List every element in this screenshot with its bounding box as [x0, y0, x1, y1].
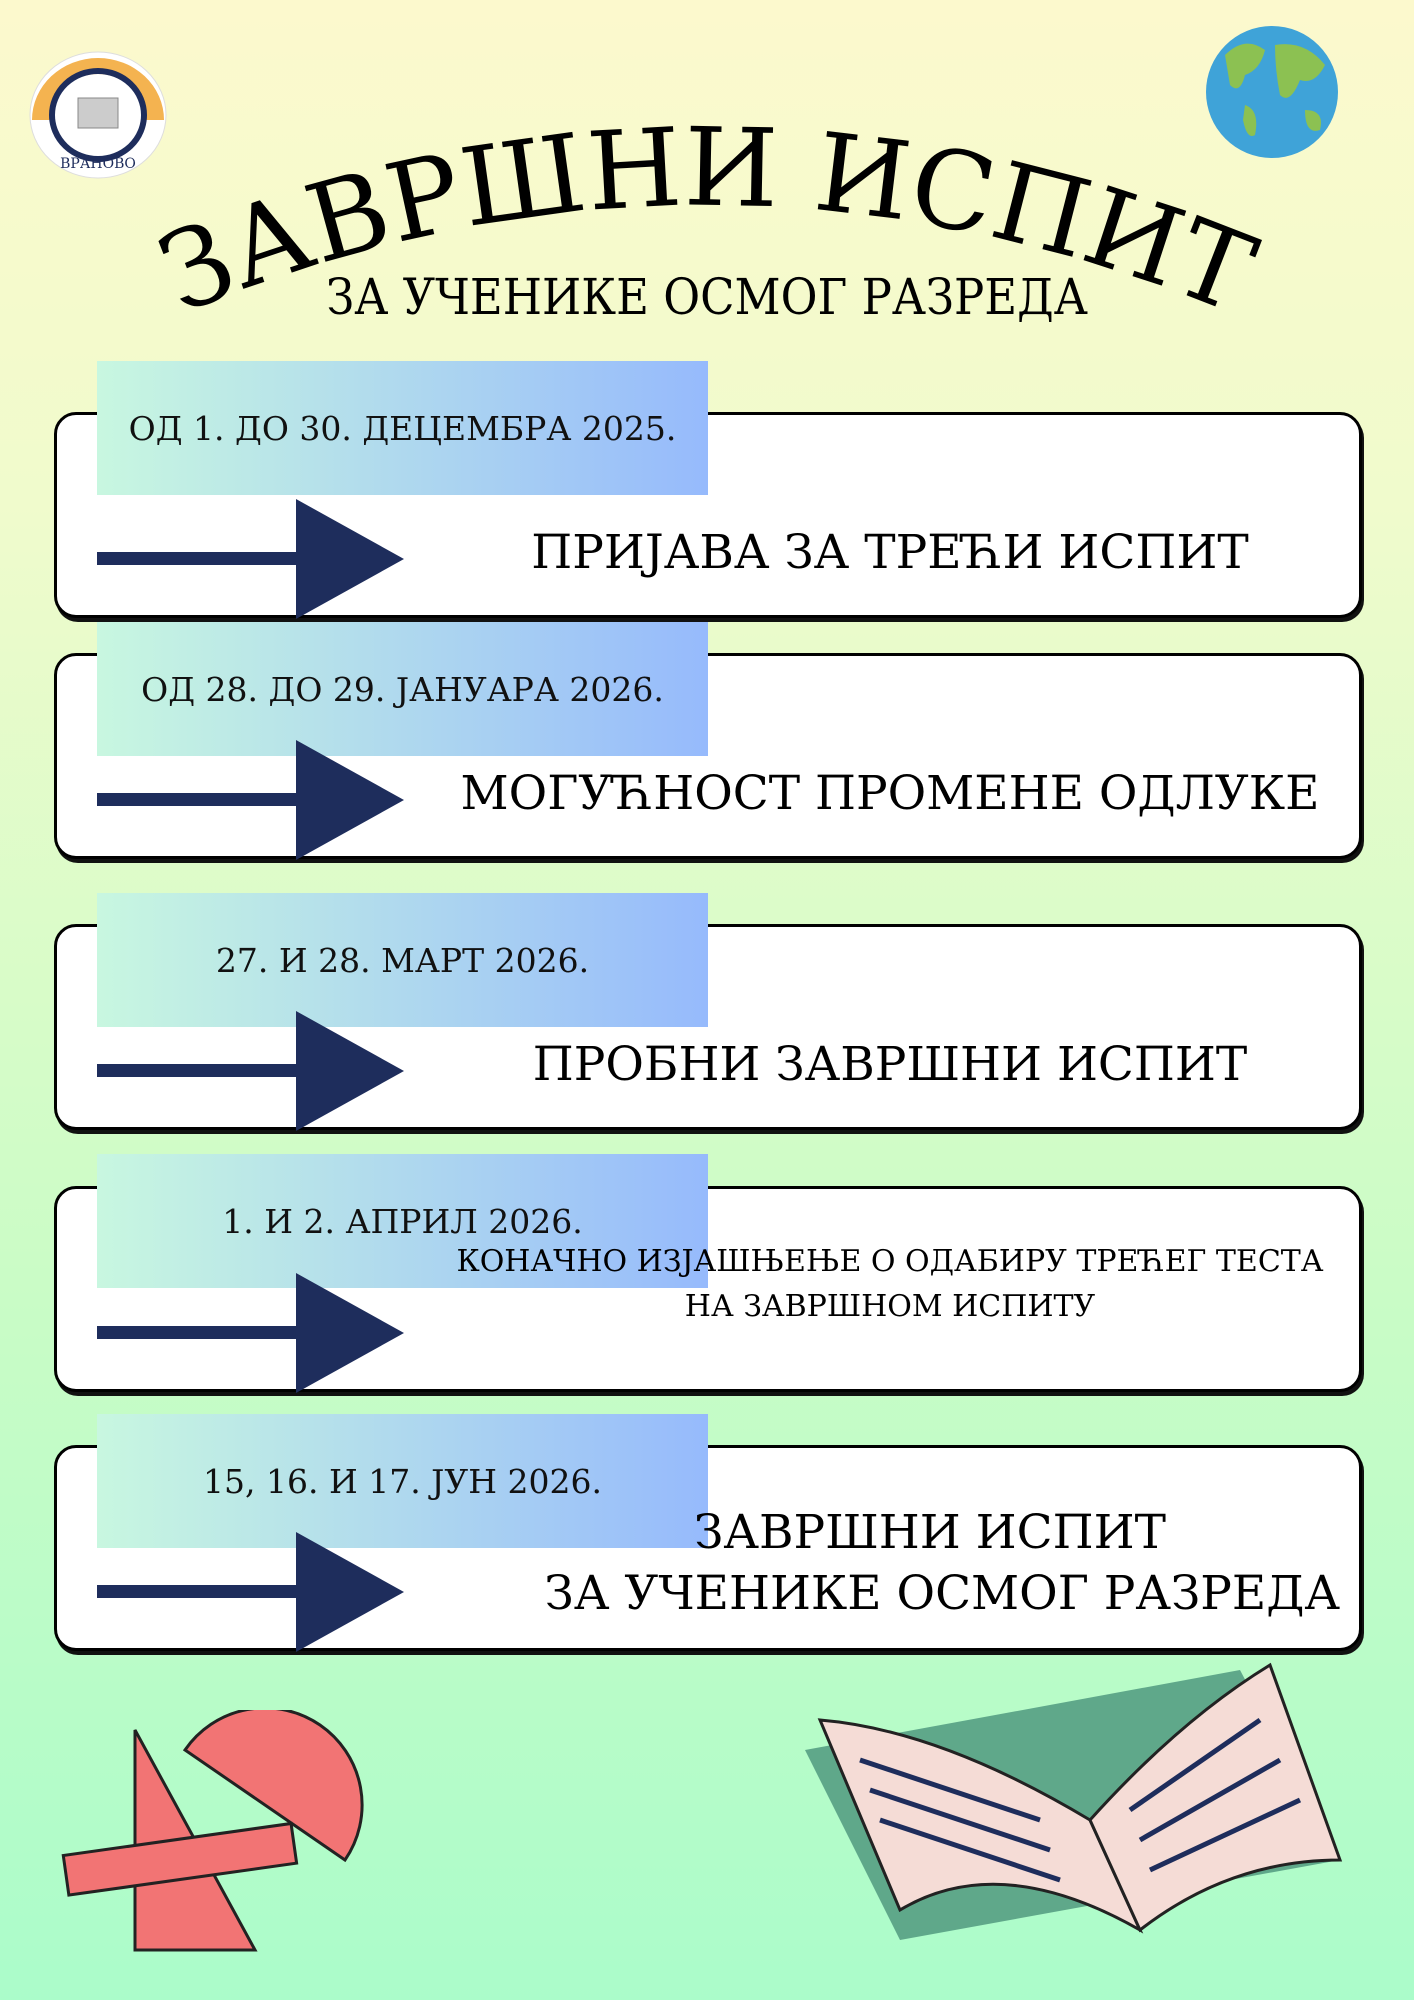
book-icon [805, 1662, 1343, 1940]
timeline-event: ПРОБНИ ЗАВРШНИ ИСПИТ [420, 1034, 1360, 1095]
arrow-right-icon [97, 1011, 404, 1131]
timeline-date: ОД 28. ДО 29. ЈАНУАРА 2026. [97, 622, 708, 756]
timeline-event-line: ЗАВРШНИ ИСПИТ [694, 1505, 1166, 1560]
logo-place: ВРАНОВО [60, 156, 136, 172]
page-title: ЗАВРШНИ ИСПИТ [144, 105, 1271, 320]
timeline-date: ОД 1. ДО 30. ДЕЦЕМБРА 2025. [97, 361, 708, 495]
timeline-date: 27. И 28. МАРТ 2026. [97, 893, 708, 1027]
page-subtitle: ЗА УЧЕНИКЕ ОСМОГ РАЗРЕДА [326, 268, 1088, 326]
arrow-right-icon [97, 499, 404, 619]
timeline-event-line: ЗА УЧЕНИКЕ ОСМОГ РАЗРЕДА [544, 1566, 1340, 1622]
globe-icon [1206, 26, 1338, 158]
arrow-right-icon [97, 1273, 404, 1393]
timeline-date: 1. И 2. АПРИЛ 2026. [97, 1154, 708, 1288]
timeline-event: ЗАВРШНИ ИСПИТ ЗА УЧЕНИКЕ ОСМОГ РАЗРЕДА [440, 1502, 1340, 1624]
timeline-event-line: ПРИЈАВА ЗА ТРЕЋИ ИСПИТ [531, 524, 1249, 580]
timeline-event: МОГУЋНОСТ ПРОМЕНЕ ОДЛУКЕ [420, 763, 1360, 824]
school-logo: ВРАНОВО [29, 51, 167, 179]
arrow-right-icon [97, 1532, 404, 1652]
timeline-event-line: ПРОБНИ ЗАВРШНИ ИСПИТ [532, 1036, 1248, 1092]
timeline-date: 15, 16. И 17. ЈУН 2026. [97, 1414, 708, 1548]
timeline-event-line: МОГУЋНОСТ ПРОМЕНЕ ОДЛУКЕ [460, 765, 1320, 821]
timeline-event: ПРИЈАВА ЗА ТРЕЋИ ИСПИТ [420, 522, 1360, 583]
timeline-event-line: НА ЗАВРШНОМ ИСПИТУ [684, 1289, 1096, 1324]
arrow-right-icon [97, 740, 404, 860]
timeline-event: КОНАЧНО ИЗЈАШЊЕЊЕ О ОДАБИРУ ТРЕЋЕГ ТЕСТА… [420, 1239, 1360, 1329]
ruler-protractor-icon [61, 1710, 364, 1952]
timeline-event-line: КОНАЧНО ИЗЈАШЊЕЊЕ О ОДАБИРУ ТРЕЋЕГ ТЕСТА [456, 1244, 1324, 1279]
